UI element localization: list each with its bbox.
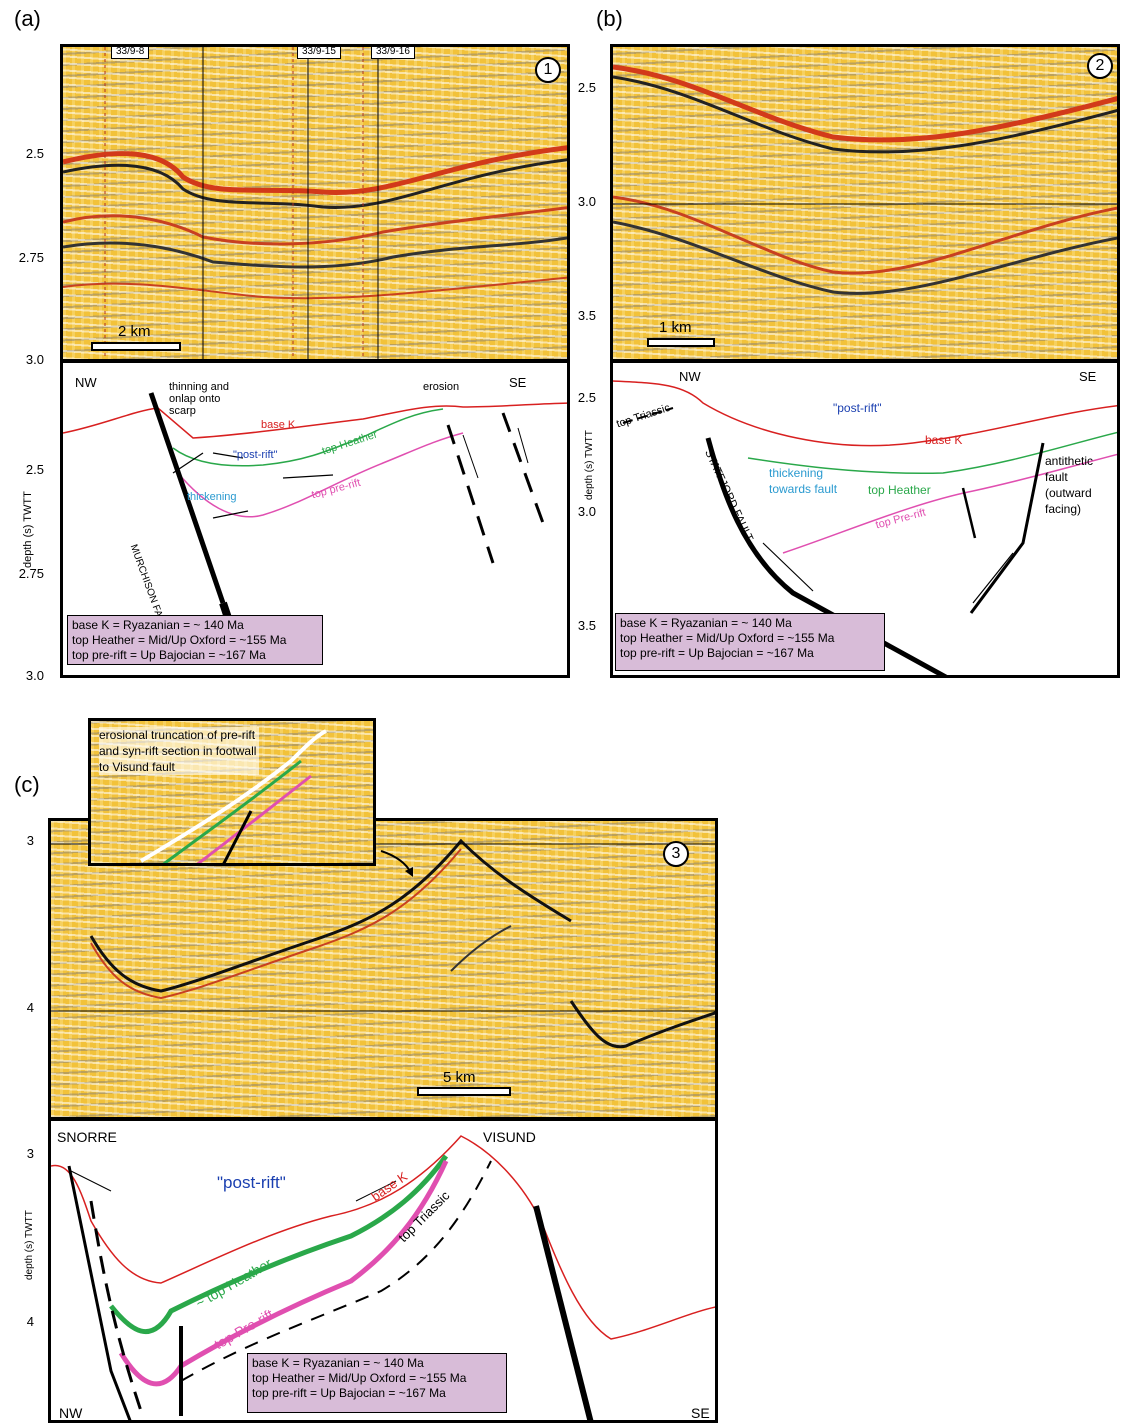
panel-c-seismic-reflectors [51,838,715,1049]
panel-b-seismic-section: 2 1 km [610,44,1120,362]
legend-line: top pre-rift = Up Bajocian = ~167 Ma [620,646,814,660]
inset-horizons [139,729,327,863]
label-erosion: erosion [423,381,460,393]
scale-bar-label: 5 km [443,1069,476,1086]
panel-b-horizons [613,380,1117,675]
panel-b-letter: (b) [596,6,623,31]
y-tick-label: 4 [26,1000,34,1015]
panel-c-interpretation: SNORRE VISUND NW SE "post-rift" base K t… [48,1118,718,1423]
y-tick-label: 2.5 [577,390,596,405]
direction-label-left: NW [679,369,701,384]
label-post-rift: "post-rift" [833,401,882,415]
y-tick-label: 3.0 [577,194,596,209]
y-tick-label: 4 [26,1314,34,1329]
legend-line: top Heather = Mid/Up Oxford = ~155 Ma [620,631,835,645]
y-tick-label: 3.5 [577,308,596,323]
scale-bar-label: 2 km [118,323,151,340]
y-tick-label: 3.0 [25,668,44,683]
label-top-heather: top Heather [868,483,931,497]
direction-label-right: SE [1079,369,1097,384]
scale-bar [91,342,181,351]
legend-line: base K = Ryazanian = ~ 140 Ma [72,618,244,632]
y-tick-label: 3.0 [25,352,44,367]
y-tick-label: 3 [26,833,34,848]
panel-b-seismic-reflectors [613,64,1117,295]
panel-a-seismic-reflectors [63,47,567,359]
direction-label-right: SE [691,1405,710,1421]
location-label-visund: VISUND [483,1129,536,1145]
panel-a-seismic-section: 33/9-8 33/9-15 33/9-16 1 2 km [60,44,570,362]
scale-bar-label: 1 km [659,319,692,336]
panel-c-letter: (c) [14,772,40,797]
label-post-rift: "post-rift" [233,449,278,461]
legend-line: top Heather = Mid/Up Oxford = ~155 Ma [72,633,287,647]
y-axis-label: depth (s) TWTT [584,430,595,500]
y-tick-label: 2.75 [18,566,44,581]
y-tick-label: 2.5 [25,462,44,477]
panel-b-interpretation: NW SE top Triassic "post-rift" base K th… [610,360,1120,678]
inset-annotation: erosional truncation of pre-rift and syn… [99,727,259,775]
section-number-badge: 1 [535,57,561,83]
panel-a-interpretation: NW SE thinning and onlap onto scarp base… [60,360,570,678]
y-tick-label: 2.5 [25,146,44,161]
panel-c-horizons [51,1135,715,1420]
inset-zoom-seismic: erosional truncation of pre-rift and syn… [88,718,376,866]
well-label: 33/9-15 [297,47,341,59]
scale-bar [647,338,715,347]
legend-line: top pre-rift = Up Bajocian = ~167 Ma [72,648,266,662]
label-thickening: thickening [187,491,237,503]
well-label: 33/9-8 [111,47,150,59]
legend-line: base K = Ryazanian = ~ 140 Ma [252,1356,424,1370]
age-legend: base K = Ryazanian = ~ 140 Ma top Heathe… [615,613,885,671]
panel-c-seismic-section: 3 5 km [48,818,718,1120]
well-label: 33/9-16 [371,47,415,59]
legend-line: top Heather = Mid/Up Oxford = ~155 Ma [252,1371,467,1385]
annotation-antithetic-fault: antithetic fault (outward facing) [1045,454,1094,516]
label-thickening: thickening towards fault [769,466,838,496]
label-base-k: base K [261,419,296,431]
direction-label-left: NW [75,375,97,390]
direction-label-right: SE [509,375,527,390]
y-tick-label: 3.5 [577,618,596,633]
label-post-rift: "post-rift" [217,1173,286,1192]
section-number-badge: 2 [1087,53,1113,79]
y-tick-label: 2.5 [577,80,596,95]
y-axis-label: depth (s) TWTT [22,491,34,568]
section-number-badge: 3 [663,841,689,867]
legend-line: top pre-rift = Up Bajocian = ~167 Ma [252,1386,446,1400]
y-tick-label: 3 [26,1146,34,1161]
label-base-k: base K [925,433,963,447]
y-axis-label: depth (s) TWTT [24,1210,35,1280]
legend-line: base K = Ryazanian = ~ 140 Ma [620,616,792,630]
y-tick-label: 2.75 [18,250,44,265]
panel-a-letter: (a) [14,6,41,31]
age-legend: base K = Ryazanian = ~ 140 Ma top Heathe… [247,1353,507,1413]
age-legend: base K = Ryazanian = ~ 140 Ma top Heathe… [67,615,323,665]
scale-bar [417,1087,511,1096]
y-tick-label: 3.0 [577,504,596,519]
location-label-snorre: SNORRE [57,1129,117,1145]
annotation-thinning: thinning and onlap onto scarp [169,381,229,417]
direction-label-left: NW [59,1405,83,1421]
